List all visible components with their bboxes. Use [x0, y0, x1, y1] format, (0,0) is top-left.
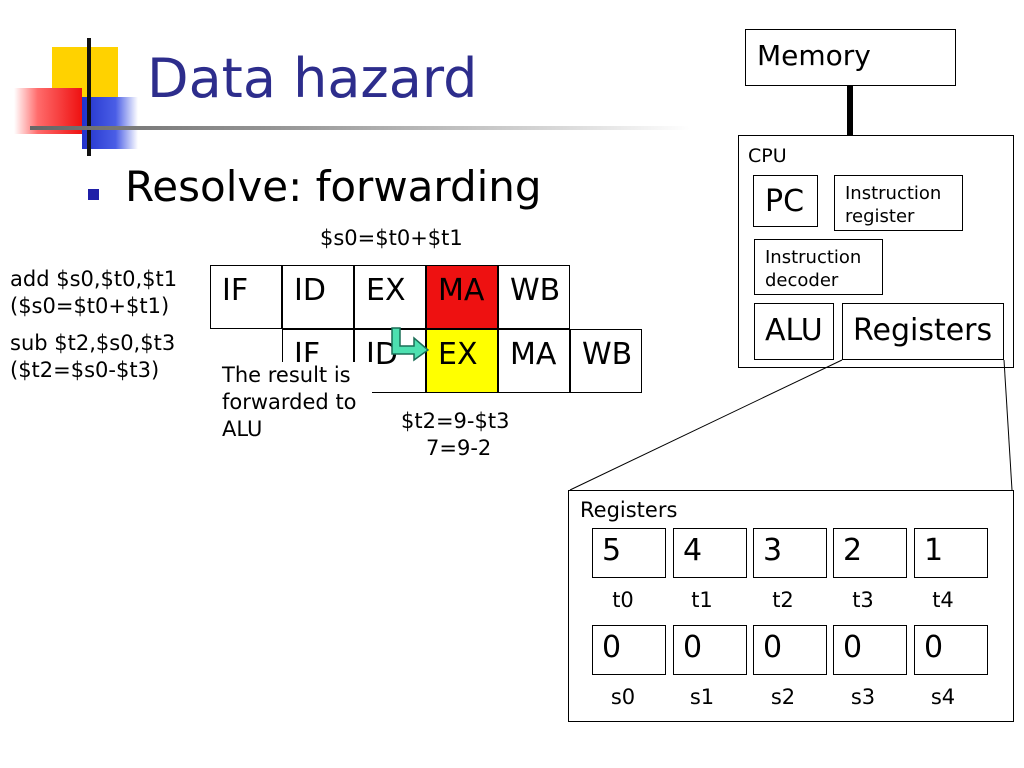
note-line-2: forwarded to: [222, 390, 357, 414]
register-s2-label: s2: [770, 685, 796, 709]
register-t3-label: t3: [852, 588, 874, 612]
register-s4-label: s4: [930, 685, 956, 709]
pipeline-r2-ma: MA: [498, 329, 570, 393]
pipeline-r2-ex: EX: [426, 329, 498, 393]
decoder-line-1: Instruction: [765, 247, 862, 268]
decoder-line-2: decoder: [765, 270, 839, 291]
formula-top: $s0=$t0+$t1: [320, 226, 463, 250]
note-line-1: The result is: [222, 363, 351, 387]
forwarding-arrow-icon: [391, 327, 430, 362]
forwarding-note: The result is forwarded to ALU: [222, 362, 372, 443]
alu-box: ALU: [754, 303, 834, 360]
instruction-sub: sub $t2,$s0,$t3: [10, 331, 176, 355]
memory-box: Memory: [745, 29, 956, 86]
register-s0-label: s0: [610, 685, 636, 709]
register-s1-label: s1: [689, 685, 715, 709]
formula-bottom-2: 7=9-2: [426, 436, 492, 460]
instruction-register: Instruction register: [834, 175, 963, 231]
cpu-label: CPU: [748, 145, 787, 167]
instruction-sub-eq: ($t2=$s0-$t3): [10, 358, 160, 382]
bullet-icon: [88, 189, 99, 200]
registers-detail-title: Registers: [580, 498, 678, 522]
pipeline-r2-wb: WB: [570, 329, 642, 393]
instruction-add: add $s0,$t0,$t1: [10, 267, 178, 291]
instruction-add-eq: ($s0=$t0+$t1): [10, 294, 170, 318]
register-t0-label: t0: [612, 588, 634, 612]
memory-bus: [847, 86, 853, 135]
register-t1-label: t1: [691, 588, 713, 612]
register-t2-value: 3: [753, 528, 827, 578]
register-t1-value: 4: [673, 528, 747, 578]
pipeline-r1-wb: WB: [498, 265, 570, 329]
ir-line-2: register: [845, 206, 915, 227]
registers-box: Registers: [842, 303, 1004, 360]
register-t2-label: t2: [772, 588, 794, 612]
pipeline-r1-ex: EX: [354, 265, 426, 329]
instruction-decoder: Instruction decoder: [754, 239, 883, 295]
register-t3-value: 2: [833, 528, 907, 578]
pipeline-r1-ma: MA: [426, 265, 498, 329]
pc-register: PC: [753, 175, 818, 227]
register-s3-value: 0: [833, 625, 907, 675]
note-line-3: ALU: [222, 417, 263, 441]
register-s2-value: 0: [753, 625, 827, 675]
slide-title: Data hazard: [147, 47, 478, 110]
register-s3-label: s3: [850, 685, 876, 709]
pipeline-r1-id: ID: [282, 265, 354, 329]
register-s4-value: 0: [914, 625, 988, 675]
title-underline: [30, 126, 690, 130]
register-s1-value: 0: [673, 625, 747, 675]
register-t0-value: 5: [592, 528, 666, 578]
ir-line-1: Instruction: [845, 183, 942, 204]
formula-bottom-1: $t2=9-$t3: [401, 409, 510, 433]
title-deco-vline: [87, 38, 91, 156]
register-t4-value: 1: [914, 528, 988, 578]
title-deco-blue: [82, 97, 138, 149]
register-t4-label: t4: [932, 588, 954, 612]
pipeline-r1-if: IF: [210, 265, 282, 329]
register-s0-value: 0: [592, 625, 666, 675]
bullet-text: Resolve: forwarding: [125, 162, 542, 211]
